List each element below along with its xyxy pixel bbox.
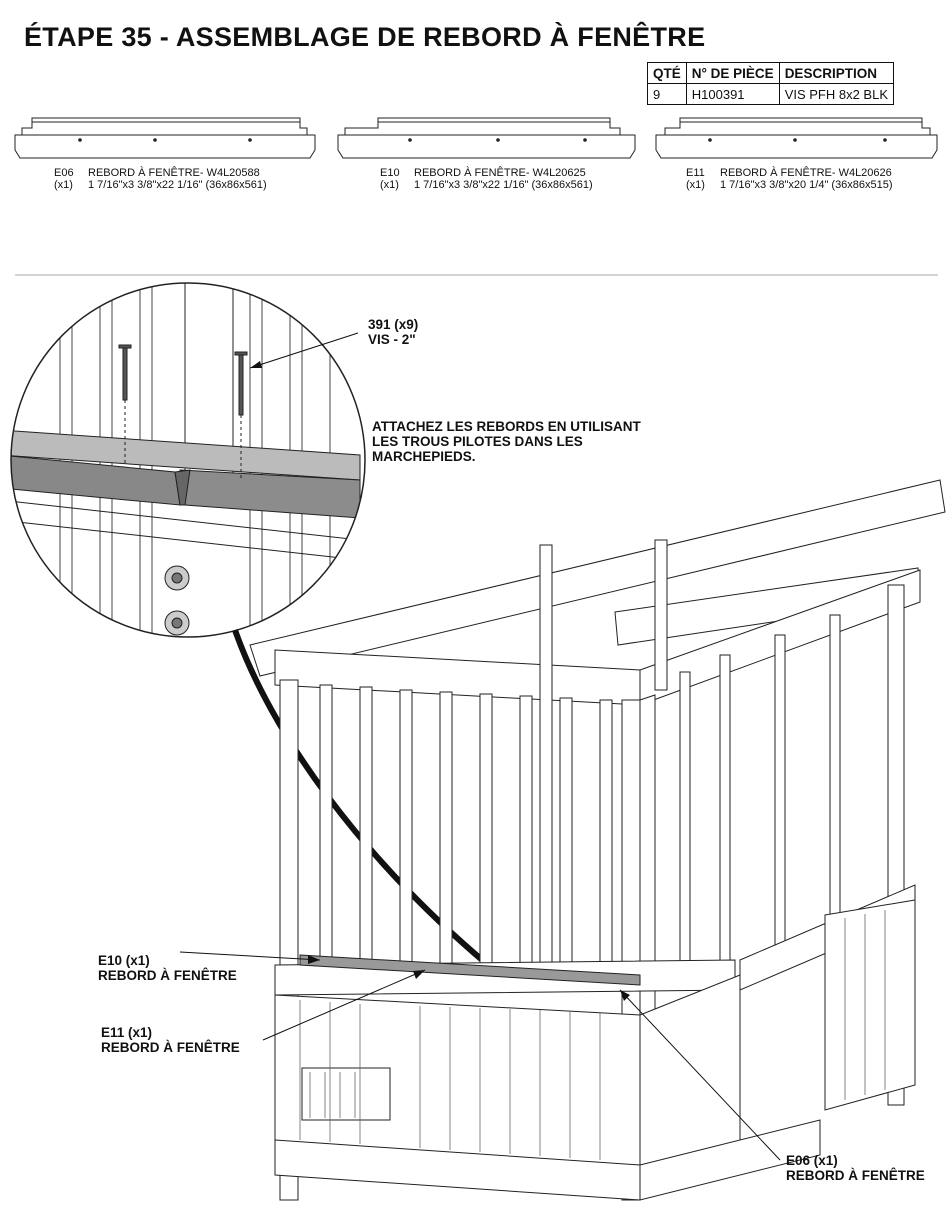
- parts-table: QTÉ N° DE PIÈCE DESCRIPTION 9 H100391 VI…: [647, 62, 895, 105]
- table-row: 9 H100391 VIS PFH 8x2 BLK: [647, 83, 895, 105]
- header-qty: QTÉ: [647, 62, 687, 84]
- part-dims: 1 7/16"x3 3/8"x20 1/4" (36x86x515): [720, 179, 893, 191]
- instruction-line: ATTACHEZ LES REBORDS EN UTILISANT: [372, 419, 641, 434]
- part-label-e11: E11 REBORD À FENÊTRE- W4L20626 (x1) 1 7/16…: [686, 167, 893, 191]
- screw-callout: 391 (x9) VIS - 2": [368, 317, 418, 347]
- part-code: E06: [54, 167, 74, 179]
- board-e10: [337, 117, 636, 159]
- part-name: REBORD À FENÊTRE- W4L20588: [88, 167, 260, 179]
- playhouse-structure: [249, 479, 946, 1201]
- instruction-text: ATTACHEZ LES REBORDS EN UTILISANT LES TR…: [372, 419, 641, 464]
- callout-e10-line2: REBORD À FENÊTRE: [98, 968, 237, 983]
- callout-e11-line1: E11 (x1): [101, 1025, 153, 1040]
- part-qty: (x1): [686, 179, 705, 191]
- part-code: E10: [380, 167, 400, 179]
- part-name: REBORD À FENÊTRE- W4L20625: [414, 167, 586, 179]
- callout-e11-line2: REBORD À FENÊTRE: [101, 1040, 240, 1055]
- part-name: REBORD À FENÊTRE- W4L20626: [720, 167, 892, 179]
- instruction-line: MARCHEPIEDS.: [372, 449, 476, 464]
- callout-arrows: [179, 951, 781, 1161]
- callout-e10: E10 (x1) REBORD À FENÊTRE: [98, 953, 237, 983]
- board-e06: [14, 117, 316, 159]
- part-dims: 1 7/16"x3 3/8"x22 1/16" (36x86x561): [88, 179, 267, 191]
- callout-e06-line1: E06 (x1): [786, 1153, 838, 1168]
- part-label-e06: E06 REBORD À FENÊTRE- W4L20588 (x1) 1 7/16…: [54, 167, 267, 191]
- callout-e06: E06 (x1) REBORD À FENÊTRE: [786, 1153, 925, 1183]
- page-title: ÉTAPE 35 - ASSEMBLAGE DE REBORD À FENÊTR…: [24, 22, 706, 52]
- instruction-line: LES TROUS PILOTES DANS LES: [372, 434, 583, 449]
- callout-e06-line2: REBORD À FENÊTRE: [786, 1168, 925, 1183]
- siding-lines: [299, 910, 886, 1160]
- callout-e11: E11 (x1) REBORD À FENÊTRE: [101, 1025, 240, 1055]
- screw-callout-arrow: [249, 332, 359, 369]
- part-qty: (x1): [380, 179, 399, 191]
- part-dims: 1 7/16"x3 3/8"x22 1/16" (36x86x561): [414, 179, 593, 191]
- parts-table-header: QTÉ N° DE PIÈCE DESCRIPTION: [647, 62, 895, 84]
- part-code: E11: [686, 167, 705, 179]
- detail-zoom-circle: [10, 282, 366, 638]
- part-qty: (x1): [54, 179, 73, 191]
- screw-callout-line1: 391 (x9): [368, 317, 419, 332]
- cell-part-number: H100391: [685, 83, 780, 105]
- callout-e10-line1: E10 (x1): [98, 953, 150, 968]
- screw-callout-line2: VIS - 2": [368, 332, 416, 347]
- part-label-e10: E10 REBORD À FENÊTRE- W4L20625 (x1) 1 7/16…: [380, 167, 593, 191]
- cell-description: VIS PFH 8x2 BLK: [778, 83, 895, 105]
- board-e11: [655, 117, 938, 159]
